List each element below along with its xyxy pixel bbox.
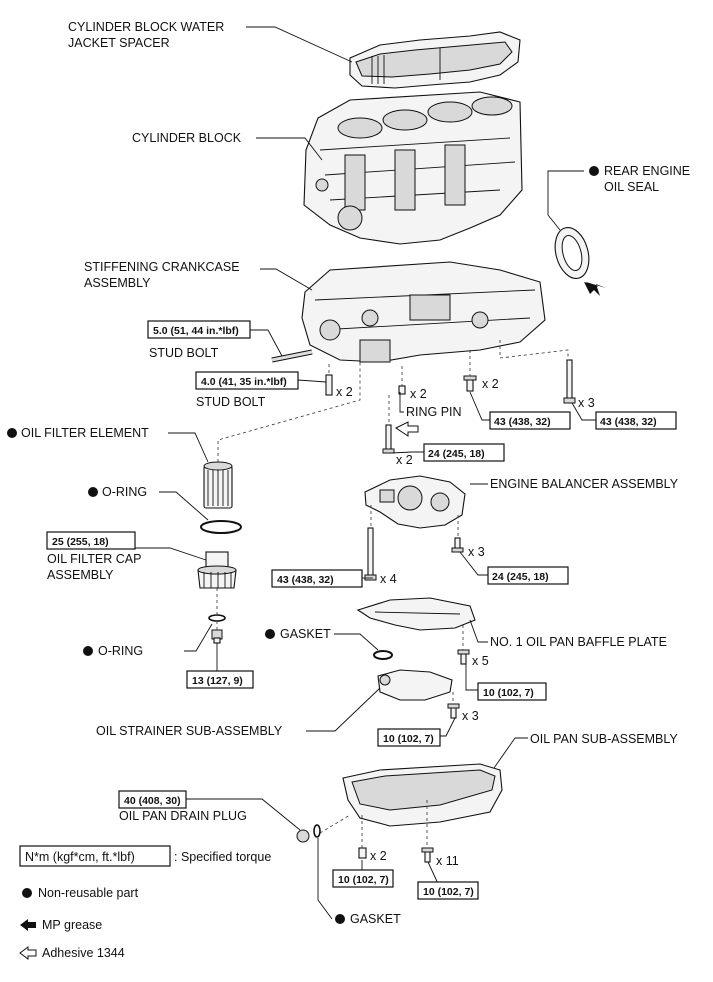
- balancer-long-bolt-illustration: [364, 527, 377, 581]
- qty-balancer-front: x 2: [396, 453, 413, 467]
- label-rear-oil-seal-1: REAR ENGINE: [604, 164, 690, 178]
- balancer-front-bolt-illustration: [382, 421, 419, 454]
- qty-stud-bolt-2: x 2: [336, 385, 353, 399]
- label-gasket-1: GASKET: [280, 627, 331, 641]
- o-ring-1-illustration: [200, 520, 242, 534]
- torque-stud-bolt-2: 4.0 (41, 35 in.*lbf): [201, 376, 287, 388]
- legend-mp-grease: MP grease: [42, 918, 102, 932]
- qty-baffle-plate: x 5: [472, 654, 489, 668]
- label-engine-balancer: ENGINE BALANCER ASSEMBLY: [490, 477, 679, 491]
- o-ring-2-illustration: [208, 614, 226, 622]
- torque-filter-drain-plug: 13 (127, 9): [192, 675, 243, 687]
- label-water-jacket-spacer-2: JACKET SPACER: [68, 36, 170, 50]
- rear-oil-seal-illustration: [554, 226, 606, 296]
- non-reusable-dot-icon: [88, 487, 98, 497]
- torque-crankcase-bolt-b: 43 (438, 32): [600, 416, 657, 428]
- strainer-bolt-illustration: [447, 703, 460, 719]
- label-oil-pan: OIL PAN SUB-ASSEMBLY: [530, 732, 678, 746]
- crankcase-bolt-b-illustration: [563, 359, 576, 404]
- drain-plug-illustration: [296, 829, 310, 843]
- legend-torque-box: N*m (kgf*cm, ft.*lbf): [25, 850, 135, 864]
- torque-stud-bolt-1: 5.0 (51, 44 in.*lbf): [153, 325, 239, 337]
- label-gasket-2: GASKET: [350, 912, 401, 926]
- legend-torque-desc: : Specified torque: [174, 850, 271, 864]
- label-oil-strainer: OIL STRAINER SUB-ASSEMBLY: [96, 724, 283, 738]
- non-reusable-dot-icon: [83, 646, 93, 656]
- label-water-jacket-spacer-1: CYLINDER BLOCK WATER: [68, 20, 224, 34]
- torque-oil-filter-cap: 25 (255, 18): [52, 536, 109, 548]
- cylinder-block-illustration: [303, 91, 523, 245]
- label-oil-filter-cap-2: ASSEMBLY: [47, 568, 114, 582]
- stud-bolt-1-illustration: [271, 349, 313, 363]
- torque-oil-pan-a: 10 (102, 7): [338, 874, 389, 886]
- crankcase-bolt-a-illustration: [463, 375, 477, 392]
- non-reusable-dot-icon: [265, 629, 275, 639]
- label-crankcase-2: ASSEMBLY: [84, 276, 151, 290]
- crankcase-illustration: [301, 261, 546, 363]
- torque-oil-pan-b: 10 (102, 7): [423, 886, 474, 898]
- oil-pan-bolt-b-illustration: [421, 847, 434, 863]
- label-ring-pin: RING PIN: [406, 405, 462, 419]
- non-reusable-dot-icon: [589, 166, 599, 176]
- label-oil-filter-element: OIL FILTER ELEMENT: [21, 426, 149, 440]
- torque-crankcase-bolt-a: 43 (438, 32): [494, 416, 551, 428]
- filter-drain-plug-illustration: [211, 629, 223, 644]
- adhesive-arrow-icon: [19, 946, 37, 960]
- non-reusable-dot-icon: [22, 888, 32, 898]
- balancer-rear-bolt-illustration: [451, 537, 464, 553]
- oil-filter-element-illustration: [203, 461, 233, 509]
- qty-balancer-long: x 4: [380, 572, 397, 586]
- torque-balancer-long: 43 (438, 32): [277, 574, 334, 586]
- oil-pan-bolt-a-illustration: [358, 847, 367, 859]
- qty-oil-pan-b: x 11: [436, 854, 459, 868]
- mp-grease-arrow-icon: [20, 919, 36, 931]
- label-stud-bolt-2: STUD BOLT: [196, 395, 266, 409]
- engine-balancer-illustration: [364, 475, 466, 529]
- torque-drain-plug: 40 (408, 30): [124, 795, 181, 807]
- label-rear-oil-seal-2: OIL SEAL: [604, 180, 659, 194]
- qty-crankcase-bolt-a: x 2: [482, 377, 499, 391]
- gasket-1-illustration: [373, 650, 393, 660]
- label-o-ring-2: O-RING: [98, 644, 143, 658]
- torque-strainer: 10 (102, 7): [383, 733, 434, 745]
- gasket-2-illustration: [313, 824, 321, 838]
- adhesive-arrow-icon: [395, 421, 419, 437]
- non-reusable-dot-icon: [335, 914, 345, 924]
- label-stud-bolt-1: STUD BOLT: [149, 346, 219, 360]
- stud-bolt-2-illustration: [325, 374, 333, 396]
- legend-non-reusable: Non-reusable part: [38, 886, 139, 900]
- legend-adhesive: Adhesive 1344: [42, 946, 125, 960]
- label-o-ring-1: O-RING: [102, 485, 147, 499]
- oil-filter-cap-illustration: [197, 551, 237, 589]
- label-oil-filter-cap-1: OIL FILTER CAP: [47, 552, 141, 566]
- water-jacket-spacer-illustration: [349, 31, 521, 89]
- label-drain-plug: OIL PAN DRAIN PLUG: [119, 809, 247, 823]
- baffle-bolt-illustration: [457, 649, 470, 665]
- legend: N*m (kgf*cm, ft.*lbf) : Specified torque…: [19, 845, 271, 960]
- label-cylinder-block: CYLINDER BLOCK: [132, 131, 242, 145]
- label-baffle-plate: NO. 1 OIL PAN BAFFLE PLATE: [490, 635, 667, 649]
- qty-oil-pan-a: x 2: [370, 849, 387, 863]
- label-crankcase-1: STIFFENING CRANKCASE: [84, 260, 240, 274]
- qty-ring-pin: x 2: [410, 387, 427, 401]
- qty-strainer: x 3: [462, 709, 479, 723]
- alignment-lines: [216, 340, 569, 848]
- qty-balancer-rear: x 3: [468, 545, 485, 559]
- baffle-plate-illustration: [356, 597, 476, 631]
- oil-strainer-illustration: [377, 669, 453, 701]
- torque-baffle-plate: 10 (102, 7): [483, 687, 534, 699]
- leader-lines: [135, 26, 596, 920]
- oil-pan-illustration: [342, 763, 503, 827]
- torque-balancer-rear: 24 (245, 18): [492, 571, 549, 583]
- non-reusable-dot-icon: [7, 428, 17, 438]
- qty-crankcase-bolt-b: x 3: [578, 396, 595, 410]
- torque-balancer-front: 24 (245, 18): [428, 448, 485, 460]
